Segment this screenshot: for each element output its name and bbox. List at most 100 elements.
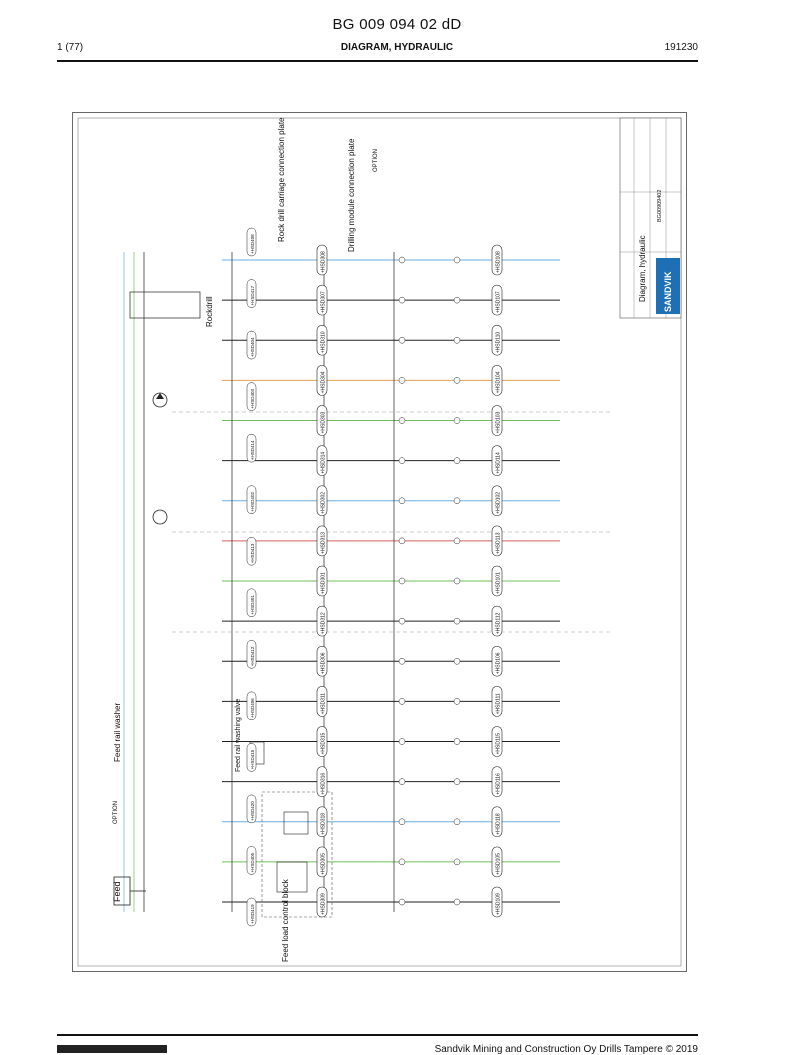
hose-tag: +HSD309	[316, 886, 328, 918]
connector-port	[398, 296, 406, 304]
hose-tag: +HSD316	[316, 766, 328, 797]
hose-tag: +HSD108	[491, 244, 503, 276]
hose-code-label: +HSD109	[496, 893, 502, 915]
hose-code-label: +HSD401	[250, 595, 255, 615]
hose-tag-left: +HSD405	[246, 846, 257, 875]
label-feed: Feed	[112, 881, 122, 902]
hose-code-label: +HSD303	[321, 411, 327, 433]
label-option: OPTION	[373, 149, 379, 172]
hose-code-label: +HSD314	[321, 452, 327, 474]
hose-code-label: +HSD115	[496, 733, 502, 755]
hose-code-label: +HSD310	[321, 331, 327, 353]
hose-tags: +HSD308 +HSD108 +HSD307 +HSD107 +HSD310 +HSD1…	[246, 227, 503, 927]
hose-code-label: +HSD313	[321, 532, 327, 554]
connector-port	[453, 577, 461, 585]
hose-code-label: +HSD301	[321, 572, 327, 594]
hose-code-label: +HSD406	[250, 698, 255, 718]
hose-code-label: +HSD113	[496, 532, 502, 554]
date-code: 191230	[664, 42, 698, 53]
connector-port	[453, 417, 461, 424]
label-feed-load-control-block: Feed load control block	[281, 878, 290, 962]
hose-tag: +HSD305	[316, 846, 328, 878]
rockdrill-outline	[129, 291, 201, 319]
hose-tag-left: +HSD419	[246, 897, 257, 927]
hose-tag: +HSD312	[316, 605, 328, 637]
hydraulic-lines	[123, 252, 612, 912]
hose-tag: +HSD304	[316, 365, 328, 396]
connector-port	[453, 457, 461, 464]
label-rock-drill-carriage: Rock drill carriage connection plate	[277, 117, 286, 242]
hose-code-label: +HSD311	[321, 693, 327, 715]
connector-port	[398, 898, 406, 906]
hose-tag: +HSD105	[491, 846, 503, 878]
hose-code-label: +HSD107	[496, 291, 502, 313]
hose-tag-left: +HSD414	[246, 433, 257, 463]
hose-tag-left: +HSD417	[246, 279, 257, 308]
hydraulic-components	[113, 291, 333, 918]
connector-port	[453, 337, 461, 344]
hose-tag: +HSD303	[316, 405, 328, 436]
sandvik-logo: SANDVIK	[663, 271, 673, 312]
connector-port	[453, 377, 461, 384]
connector-port	[453, 698, 461, 705]
connector-port	[453, 497, 461, 504]
hose-code-label: +HSD405	[250, 852, 255, 872]
hose-tag: +HSD313	[316, 525, 328, 557]
hose-code-label: +HSD309	[321, 893, 327, 915]
hose-tag: +HSD106	[491, 645, 503, 677]
hose-code-label: +HSD316	[321, 773, 327, 795]
hose-tag-left: +HSD420	[246, 794, 257, 824]
feed-load-control-block-frame	[261, 791, 333, 918]
hose-code-label: +HSD402	[250, 492, 255, 512]
connector-port	[398, 818, 406, 825]
hose-code-label: +HSD308	[321, 251, 327, 273]
hose-tag: +HSD115	[491, 726, 503, 757]
connector-port	[398, 778, 406, 785]
hose-tag: +HSD102	[491, 485, 503, 517]
hose-code-label: +HSD413	[250, 543, 255, 563]
hose-code-label: +HSD312	[321, 612, 327, 634]
hose-code-label: +HSD105	[496, 853, 502, 875]
hose-code-label: +HSD420	[250, 801, 255, 821]
hose-tag: +HSD111	[491, 686, 503, 717]
drawing-title: Diagram, hydraulic	[638, 235, 647, 302]
label-option-left: OPTION	[113, 801, 119, 824]
hose-tag: +HSD314	[316, 445, 328, 476]
hose-code-label: +HSD304	[321, 371, 327, 393]
hose-code-label: +HSD307	[321, 291, 327, 313]
connector-port	[398, 617, 406, 625]
hose-code-label: +HSD104	[496, 371, 502, 393]
hose-code-label: +HSD403	[250, 388, 255, 408]
hose-code-label: +HSD112	[496, 612, 502, 634]
connector-port	[398, 577, 406, 585]
connector-port	[453, 738, 461, 745]
hose-tag: +HSD318	[316, 806, 328, 838]
hose-code-label: +HSD414	[250, 440, 255, 460]
hose-tag-left: +HSD406	[246, 691, 257, 721]
connector-port	[398, 658, 406, 665]
connector-port	[453, 818, 461, 825]
connector-port	[453, 296, 461, 304]
hydraulic-diagram: SANDVIK Diagram, hydraulic BG00909402 +H…	[72, 112, 687, 972]
hose-tag: +HSD114	[491, 445, 503, 476]
hose-tag: +HSD302	[316, 485, 328, 517]
hose-code-label: +HSD102	[496, 492, 502, 514]
hose-code-label: +HSD103	[496, 411, 502, 433]
section-title: DIAGRAM, HYDRAULIC	[340, 42, 454, 53]
hose-code-label: +HSD106	[496, 652, 502, 674]
connector-port	[398, 256, 406, 264]
hose-tag: +HSD103	[491, 405, 503, 436]
hose-tag: +HSD310	[316, 324, 328, 356]
connector-port	[453, 537, 461, 545]
hose-code-label: +HSD315	[321, 732, 327, 754]
connector-port	[398, 417, 406, 424]
connector-port	[398, 698, 406, 705]
connector-port	[398, 537, 406, 545]
connector-port	[453, 658, 461, 665]
hose-code-label: +HSD404	[250, 337, 255, 357]
connector-port	[398, 457, 406, 464]
connector-port	[398, 377, 406, 384]
hose-tag: +HSD307	[316, 284, 328, 316]
connector-port	[453, 256, 461, 264]
sandvik-footer-logo	[57, 1045, 167, 1053]
